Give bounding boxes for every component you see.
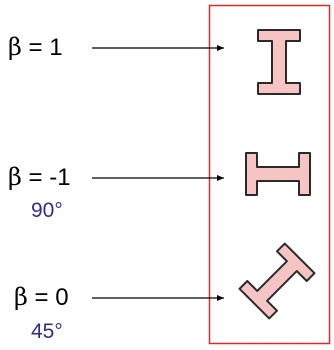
beta-value: = 0 — [34, 284, 69, 311]
result-frame — [208, 4, 331, 345]
i-beam-diagonal-shape — [238, 242, 316, 320]
beta-symbol: β — [8, 163, 22, 191]
beta-symbol: β — [14, 283, 28, 311]
beta-label-row-1: β = 1 — [8, 33, 63, 62]
beta-symbol: β — [8, 33, 22, 61]
i-beam-horizontal-shape — [245, 152, 311, 196]
beta-value: = -1 — [28, 164, 71, 191]
angle-label-row-3: 45° — [31, 320, 63, 343]
beta-label-row-2: β = -1 — [8, 163, 71, 192]
i-beam-vertical-shape — [257, 29, 301, 95]
beta-value: = 1 — [28, 34, 63, 61]
beta-label-row-3: β = 0 — [14, 283, 69, 312]
angle-label-row-2: 90° — [31, 199, 63, 222]
